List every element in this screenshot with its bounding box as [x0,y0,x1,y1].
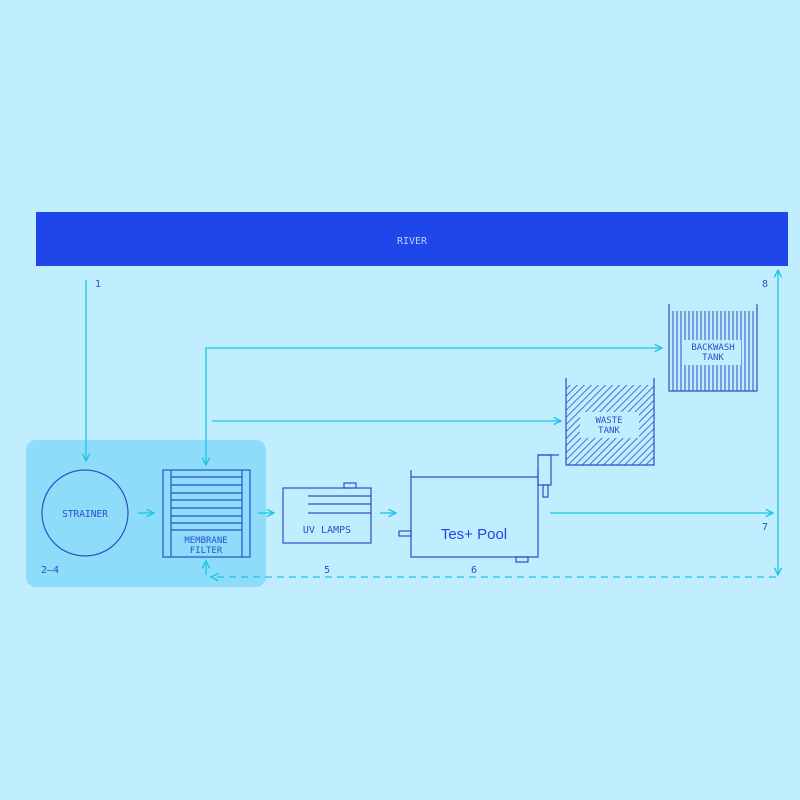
membrane-filter-label-line1: MEMBRANE [184,536,227,546]
step-8: 8 [762,279,768,290]
backwash-tank-outline [668,304,758,392]
step-1: 1 [95,279,101,290]
membrane-filter-label-line2: FILTER [190,546,223,556]
river-label: RIVER [397,236,428,247]
waste-tank-outline [565,378,655,466]
membrane-filter-frame [162,469,251,558]
backwash-tank: BACKWASH TANK [668,304,758,392]
pool-drain [515,556,529,563]
step-6: 6 [471,565,477,576]
flow-lines [86,270,778,577]
uv-lamps-cap [343,482,357,489]
step-2-4: 2–4 [41,565,59,576]
pool-basin [410,470,539,558]
pool-inlet-nozzle [398,530,412,537]
flow-arrow-to-backwash [206,348,662,465]
river: RIVER [36,212,788,266]
step-numbers: 1 2–4 5 6 7 8 [41,279,768,576]
waste-tank-label-line1: WASTE [595,416,622,426]
waste-tank-label-background [580,412,639,438]
uv-lamps-label: UV LAMPS [303,525,351,536]
strainer-label: STRAINER [62,509,108,520]
step-5: 5 [324,565,330,576]
waste-tank-label-line2: TANK [598,426,620,436]
strainer-outline [41,469,129,557]
uv-lamps-housing [282,487,372,544]
test-pool: Tes+ Pool [398,454,559,563]
uv-lamps: UV LAMPS [282,482,372,544]
step-7: 7 [762,522,768,533]
pool-label: Tes+ Pool [441,526,507,543]
backwash-tank-label-line1: BACKWASH [691,343,734,353]
membrane-filter: MEMBRANE FILTER [162,469,251,558]
backwash-tank-label-background [684,340,741,365]
strainer: STRAINER [41,469,129,557]
backwash-tank-label-line2: TANK [702,353,724,363]
pool-tap [542,484,549,498]
waste-tank: WASTE TANK [565,378,655,466]
river-band [36,212,788,266]
